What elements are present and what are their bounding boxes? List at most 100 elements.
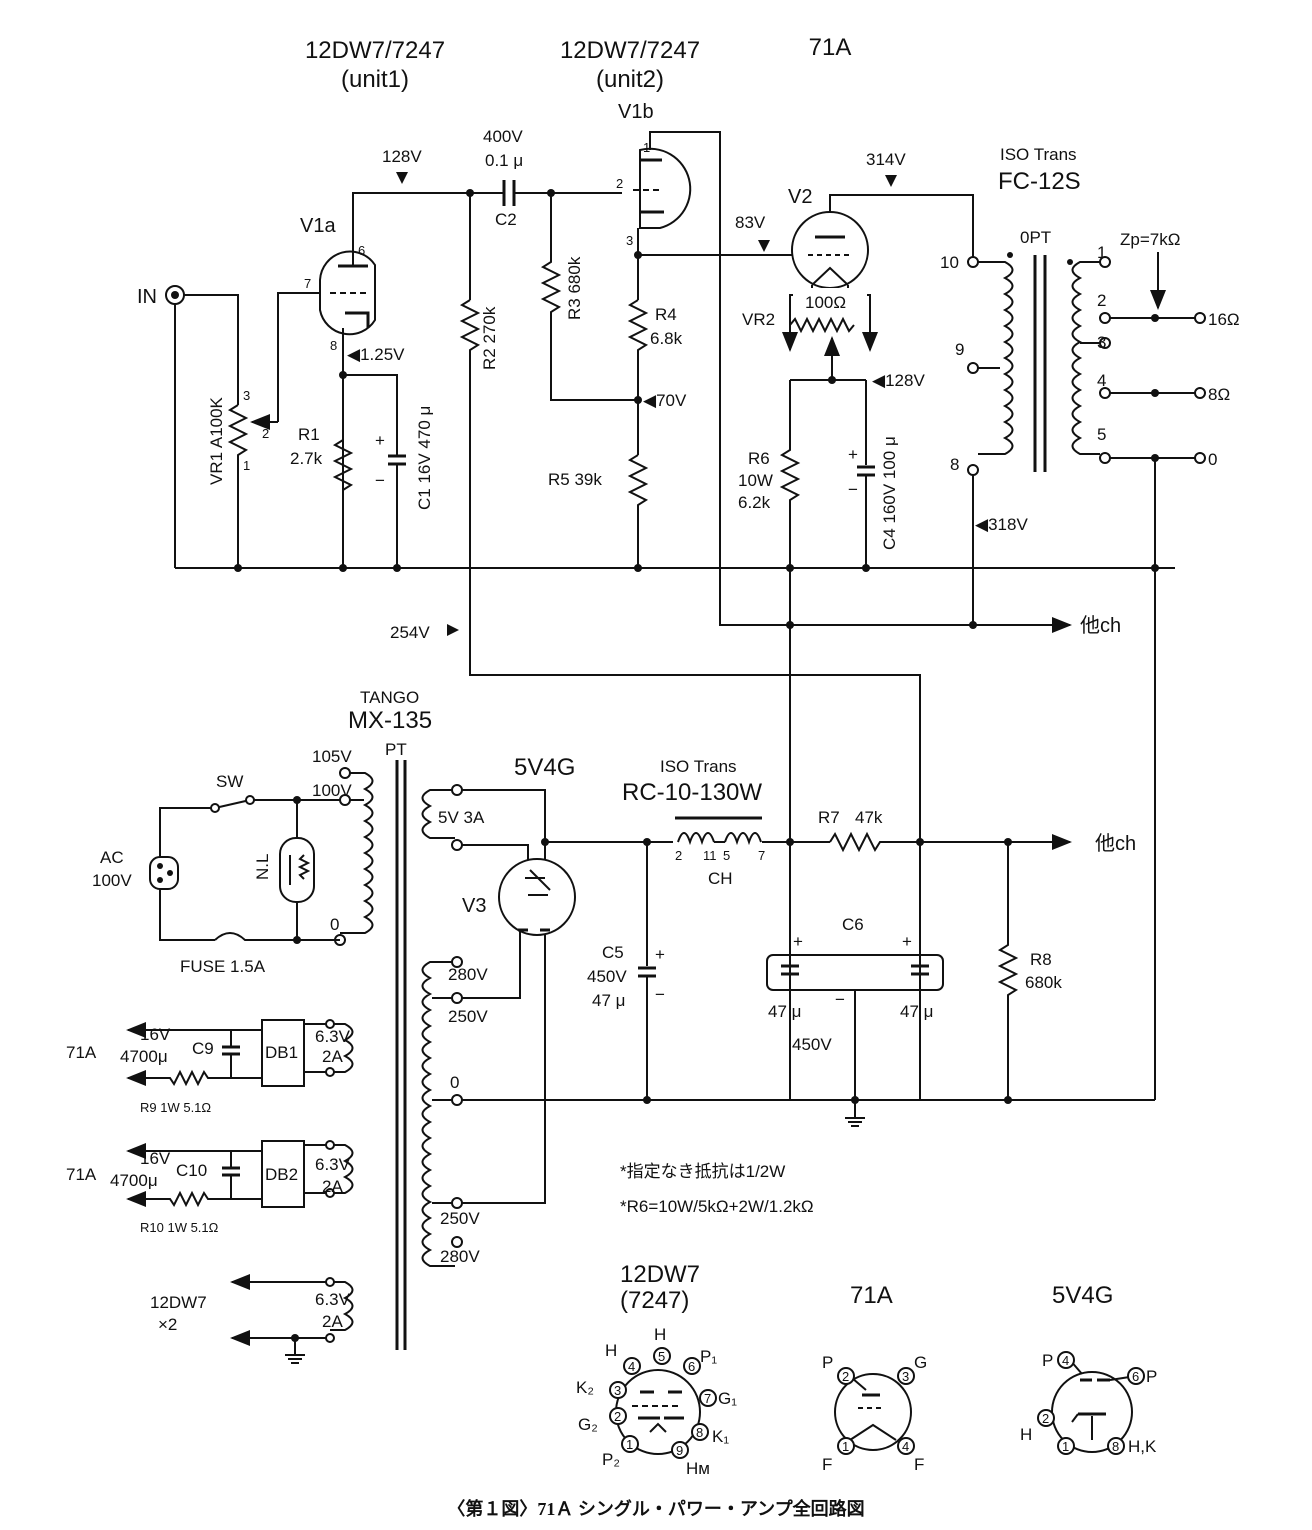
opt-sec-pin-3: 3 xyxy=(1097,333,1106,352)
p12-lbl-k1: K₁ xyxy=(712,1427,729,1446)
db1-ta: 2A xyxy=(322,1047,343,1066)
p71-pin-4: 4 xyxy=(902,1439,909,1454)
pt-model: MX-135 xyxy=(348,707,432,734)
db2-ta: 2A xyxy=(322,1177,343,1196)
r1-resistor: R1 2.7k xyxy=(290,425,354,491)
voltage-70v: ◀70V xyxy=(643,391,687,410)
r6-value: 6.2k xyxy=(738,493,771,512)
ch-pin-5: 5 xyxy=(723,848,730,863)
p12-lbl-p1: P₁ xyxy=(700,1347,717,1366)
db1-r: R9 1W 5.1Ω xyxy=(140,1100,211,1115)
pt-t280b: 280V xyxy=(440,1247,480,1266)
v1b-pin-2: 2 xyxy=(616,176,623,191)
neon-lamp-icon xyxy=(279,837,315,903)
c5-minus: − xyxy=(655,985,665,1004)
c2-cap: 0.1 μ xyxy=(485,151,523,170)
opt-out-16: 16Ω xyxy=(1208,310,1240,329)
p12-lbl-g2: G₂ xyxy=(578,1415,598,1434)
p12-pin-3: 3 xyxy=(614,1383,621,1398)
v1a-unit-title: (unit1) xyxy=(341,66,409,93)
p12-pin-8: 8 xyxy=(696,1425,703,1440)
c6-cap-2: 47 μ xyxy=(900,1002,933,1021)
opt-pin-8: 8 xyxy=(950,455,959,474)
vr1-pin-2: 2 xyxy=(262,426,269,441)
c2-volt: 400V xyxy=(483,127,523,146)
note-2: *R6=10W/5kΩ+2W/1.2kΩ xyxy=(620,1197,814,1216)
p71-pin-1: 1 xyxy=(842,1439,849,1454)
input-label: IN xyxy=(137,286,157,308)
pt-sw: SW xyxy=(216,772,243,791)
ch-pin-2: 2 xyxy=(675,848,682,863)
p12-lbl-hm: Hм xyxy=(686,1459,710,1478)
p71-lbl-p: P xyxy=(822,1353,833,1372)
opt-sec-pin-5: 5 xyxy=(1097,425,1106,444)
c6-cap-1: 47 μ xyxy=(768,1002,801,1021)
vr1-pin-3: 3 xyxy=(243,388,250,403)
c4-minus: − xyxy=(848,480,858,499)
r3-resistor xyxy=(540,193,638,401)
p5v-lbl-p1: P xyxy=(1042,1351,1053,1370)
db1-cap: 4700μ xyxy=(120,1047,168,1066)
opt-sec-pin-1: 1 xyxy=(1097,243,1106,262)
voltage-314v: 314V xyxy=(866,150,906,169)
voltage-128v-b: ◀128V xyxy=(872,371,925,390)
input-stage: IN VR1 A100K 3 2 1 xyxy=(137,285,320,568)
pinout-12dw7: 12DW7 (7247) 1 2 3 4 5 6 7 8 9 H H P₁ K₂… xyxy=(576,1261,737,1478)
voltage-83v: 83V xyxy=(735,213,766,232)
r4-value: 6.8k xyxy=(650,329,683,348)
pt-nl: N.L xyxy=(253,854,272,880)
r8-name: R8 xyxy=(1030,950,1052,969)
p12-lbl-k2: K₂ xyxy=(576,1378,594,1397)
pinout-71a: 71A 2 3 1 4 P G F F xyxy=(822,1282,927,1474)
v2-label: V2 xyxy=(788,186,812,208)
header-titles: 12DW7/7247 (unit1) 12DW7/7247 (unit2) 71… xyxy=(305,34,851,93)
heater-db1: 6.3V 2A DB1 71A 16V 4700μ C9 R9 1W 5.1Ω xyxy=(66,1019,354,1115)
r6-resistor xyxy=(779,380,801,568)
c6-plus-2: + xyxy=(902,932,912,951)
pt-label: PT xyxy=(385,740,407,759)
ac-plug-icon xyxy=(149,856,179,890)
c4-plus: + xyxy=(848,445,858,464)
p12-lbl-g1: G₁ xyxy=(718,1389,737,1408)
c5-capacitor: + − C5 450V 47 μ xyxy=(587,842,665,1100)
p71-lbl-g: G xyxy=(914,1353,927,1372)
v3-label: V3 xyxy=(462,895,486,917)
pinout-12dw7-title2: (7247) xyxy=(620,1287,689,1314)
vr1-resistor xyxy=(227,404,249,568)
opt-out-0: 0 xyxy=(1208,450,1217,469)
p5v-pin-1: 1 xyxy=(1062,1439,1069,1454)
p5v-lbl-hk: H,K xyxy=(1128,1437,1157,1456)
h12-mult: ×2 xyxy=(158,1315,177,1334)
v1b-unit-title: (unit2) xyxy=(596,66,664,93)
ground-icon xyxy=(845,1117,865,1127)
ch-model: RC-10-130W xyxy=(622,779,762,806)
pinout-12dw7-title1: 12DW7 xyxy=(620,1261,700,1288)
heater-12dw7: 6.3V 2A 12DW7 ×2 xyxy=(150,1274,354,1364)
v2-tube: V2 xyxy=(788,186,869,289)
v3-rectifier-tube: V3 5V4G xyxy=(462,754,576,936)
v1a-type-title: 12DW7/7247 xyxy=(305,37,445,64)
v1a-cathode-voltage: ◀1.25V xyxy=(347,345,405,364)
c5-plus: + xyxy=(655,945,665,964)
input-jack xyxy=(165,285,185,305)
db1-cname: C9 xyxy=(192,1039,214,1058)
vr2-name: VR2 xyxy=(742,310,775,329)
c1-minus: − xyxy=(375,471,385,490)
p5v-lbl-h: H xyxy=(1020,1425,1032,1444)
p12-pin-1: 1 xyxy=(626,1437,633,1452)
r6-name: R6 xyxy=(748,449,770,468)
ch-name: CH xyxy=(708,869,733,888)
pt-fil-5v: 5V 3A xyxy=(438,808,485,827)
voltage-marker-83 xyxy=(758,240,770,252)
p12-pin-2: 2 xyxy=(614,1409,621,1424)
opt-label: 0PT xyxy=(1020,228,1051,247)
v1a-label: V1a xyxy=(300,215,336,237)
r2-label: R2 270k xyxy=(480,306,499,370)
p12-pin-9: 9 xyxy=(676,1443,683,1458)
v3-type: 5V4G xyxy=(514,754,575,781)
db2-tv: 6.3V xyxy=(315,1155,351,1174)
other-ch-upper: 他ch xyxy=(1080,614,1121,637)
pt-t250a: 250V xyxy=(448,1007,488,1026)
r1-value: 2.7k xyxy=(290,449,323,468)
c4-label: C4 160V 100 μ xyxy=(880,436,899,550)
